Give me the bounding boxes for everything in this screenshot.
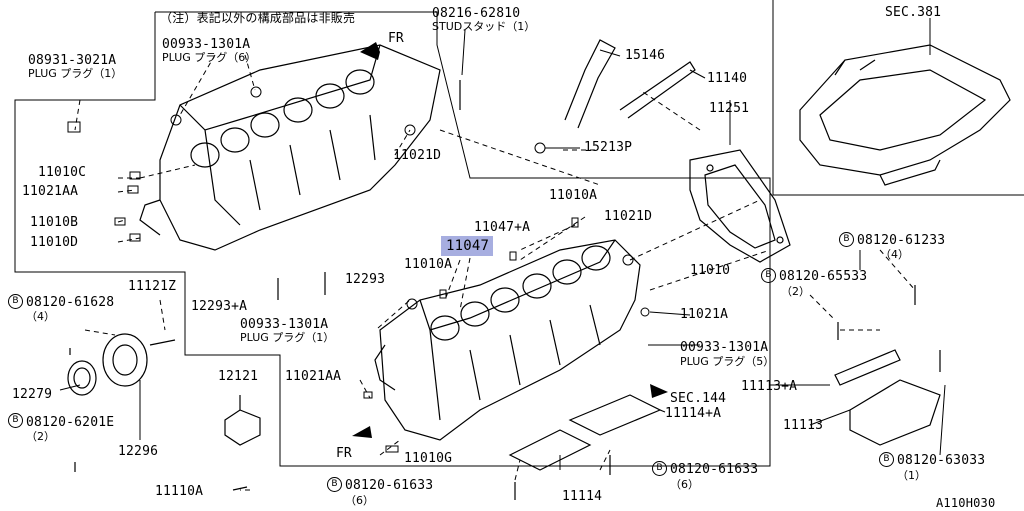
front-direction-label-bottom: FR [336,446,352,461]
part-link-11010c[interactable]: 11010C [38,165,87,180]
part-link-11047-highlighted[interactable]: 11047 [446,238,490,254]
bolt-symbol-61633-right: B [652,461,667,476]
part-link-11140[interactable]: 11140 [707,71,748,86]
part-link-08120-63033[interactable]: 08120-63033 [897,453,986,468]
qty-61633-left: （6） [345,494,374,507]
part-link-12293-a[interactable]: 12293+A [191,299,248,314]
highlight-box [441,236,493,256]
note-not-sold: （注）表記以外の構成部品は非販売 [160,11,356,25]
part-link-08120-61633-right[interactable]: 08120-61633 [670,462,759,477]
figure-code: A110H030 [936,496,996,510]
qty-63033: （1） [897,469,926,482]
part-link-11010d[interactable]: 11010D [30,235,79,250]
part-link-08120-61233[interactable]: 08120-61233 [857,233,946,248]
qty-61233: （4） [880,248,909,261]
part-link-12293[interactable]: 12293 [345,272,386,287]
part-link-11114[interactable]: 11114 [562,489,603,504]
part-link-11010b[interactable]: 11010B [30,215,79,230]
bolt-symbol-63033: B [879,452,894,467]
part-link-15146[interactable]: 15146 [625,48,666,63]
part-link-00933-1301a-5[interactable]: 00933-1301A [680,340,769,355]
part-link-11010[interactable]: 11010 [690,263,731,278]
part-link-11010a-top[interactable]: 11010A [549,188,598,203]
bolt-symbol-65533: B [761,268,776,283]
front-direction-label-top: FR [388,31,404,46]
part-link-11113[interactable]: 11113 [783,418,824,433]
part-link-08120-6201e[interactable]: 08120-6201E [26,415,115,430]
part-link-11010a-mid[interactable]: 11010A [404,257,453,272]
part-link-11021a[interactable]: 11021A [680,307,729,322]
part-link-11010g[interactable]: 11010G [404,451,453,466]
part-link-11110a[interactable]: 11110A [155,484,204,499]
sec-144-link[interactable]: SEC.144 [670,391,727,406]
bolt-symbol-61633-left: B [327,477,342,492]
part-link-11021aa-top[interactable]: 11021AA [22,184,79,199]
qty-61633-right: （6） [670,478,699,491]
sec-381-link[interactable]: SEC.381 [885,5,942,20]
bolt-symbol-6201e: B [8,413,23,428]
part-link-12296[interactable]: 12296 [118,444,159,459]
part-link-11021d-left[interactable]: 11021D [393,148,442,163]
part-link-11114-a[interactable]: 11114+A [665,406,722,421]
part-desc-plug-1: PLUG プラグ（1） [28,67,123,80]
part-desc-plug-1-mid: PLUG プラグ（1） [240,331,335,344]
part-link-00933-1301a-6[interactable]: 00933-1301A [162,37,251,52]
part-desc-plug-5: PLUG プラグ（5） [680,355,775,368]
part-link-08120-61628[interactable]: 08120-61628 [26,295,115,310]
part-link-15213p[interactable]: 15213P [584,140,633,155]
part-link-11047-a[interactable]: 11047+A [474,220,531,235]
part-link-12121[interactable]: 12121 [218,369,259,384]
qty-61628: （4） [26,310,55,323]
part-link-08120-65533[interactable]: 08120-65533 [779,269,868,284]
part-desc-plug-6: PLUG プラグ（6） [162,51,257,64]
part-link-08931-3021a[interactable]: 08931-3021A [28,53,117,68]
part-link-08120-61633-left[interactable]: 08120-61633 [345,478,434,493]
bolt-symbol-61628: B [8,294,23,309]
part-link-11121z[interactable]: 11121Z [128,279,177,294]
part-desc-stud-1: STUDスタッド（1） [432,20,536,33]
qty-65533: （2） [781,285,810,298]
qty-6201e: （2） [26,430,55,443]
part-link-12279[interactable]: 12279 [12,387,53,402]
part-link-11113-a[interactable]: 11113+A [741,379,798,394]
part-link-11251[interactable]: 11251 [709,101,750,116]
part-link-00933-1301a-1[interactable]: 00933-1301A [240,317,329,332]
bolt-symbol-61233: B [839,232,854,247]
part-link-11021d-right[interactable]: 11021D [604,209,653,224]
part-link-08216-62810[interactable]: 08216-62810 [432,6,521,21]
part-link-11021aa-bottom[interactable]: 11021AA [285,369,342,384]
